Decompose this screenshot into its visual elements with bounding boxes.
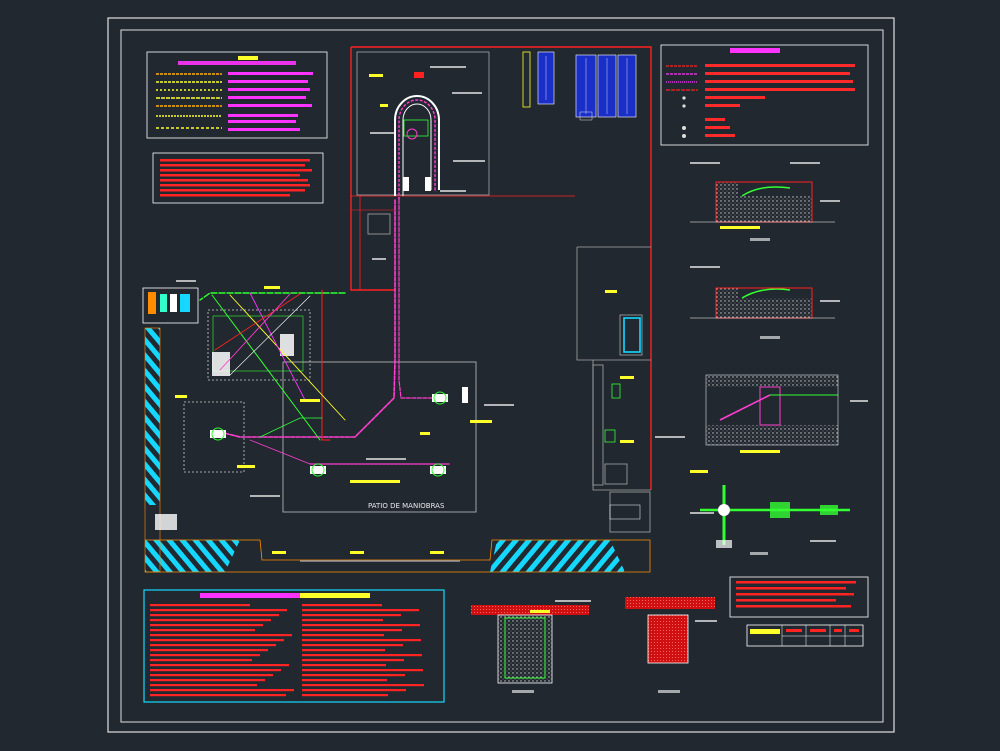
note-text-line (302, 644, 403, 647)
building-grey-lines (356, 51, 651, 491)
note-text-line (302, 639, 421, 642)
note-text-line (302, 674, 405, 677)
detail-section-1 (690, 181, 835, 241)
yellow-tags (175, 286, 708, 613)
data-table (746, 624, 864, 647)
note-text-line (150, 679, 265, 682)
detail-section-3 (705, 374, 839, 453)
dispensers (210, 387, 468, 477)
detail-pipe-fitting (700, 485, 850, 555)
note-text-line (150, 674, 273, 677)
note-text-line (150, 644, 276, 647)
note-text-line (302, 619, 383, 622)
detail-section-2 (690, 287, 835, 339)
canopy-left (142, 287, 477, 513)
bottom-road-labels (272, 551, 460, 562)
note-text-line (302, 604, 382, 607)
note-text-line (302, 684, 424, 687)
note-text-line (302, 689, 406, 692)
note-text-line (150, 664, 289, 667)
annotation-tags (176, 66, 868, 622)
piping-network (199, 199, 451, 465)
note-text-line (302, 624, 420, 627)
note-text-line (302, 609, 419, 612)
curb-hatching (144, 327, 651, 573)
note-text-line (150, 609, 287, 612)
note-text-line (150, 684, 257, 687)
note-text-line (150, 639, 284, 642)
note-text-line (150, 649, 268, 652)
right-rooms (592, 314, 651, 533)
building-walls (350, 46, 652, 490)
general-notes-bottom (143, 589, 445, 703)
legend-right (660, 44, 869, 146)
note-text-line (150, 669, 281, 672)
note-text-line (302, 614, 401, 617)
inner-frame (120, 29, 884, 723)
legend-left (146, 51, 328, 139)
note-text-line (150, 619, 271, 622)
note-text-line (150, 654, 260, 657)
patio-label-bar (350, 480, 400, 483)
note-text-line (302, 679, 387, 682)
note-text-line (150, 689, 294, 692)
note-text-line (302, 654, 422, 657)
trench-section-2 (625, 597, 715, 693)
note-text-line (150, 659, 252, 662)
note-text-line (302, 669, 423, 672)
patio-label: PATIO DE MANIOBRAS (368, 502, 445, 510)
dispenser-loop (369, 72, 440, 200)
note-text-line (150, 634, 292, 637)
trench-section-1 (471, 605, 589, 693)
notes-box-left (152, 152, 324, 204)
note-text-line (302, 659, 404, 662)
note-text-line (150, 604, 250, 607)
note-text-line (302, 649, 385, 652)
right-room-symbols (604, 290, 641, 520)
note-text-line (150, 694, 286, 697)
storage-racks (522, 51, 637, 121)
note-text-line (302, 664, 386, 667)
note-text-line (150, 624, 263, 627)
note-text-line (150, 629, 255, 632)
note-text-line (302, 634, 384, 637)
note-text-line (302, 629, 402, 632)
note-text-line (302, 694, 388, 697)
outer-frame (107, 17, 895, 733)
notes-box-right (729, 576, 869, 618)
note-text-line (150, 614, 279, 617)
